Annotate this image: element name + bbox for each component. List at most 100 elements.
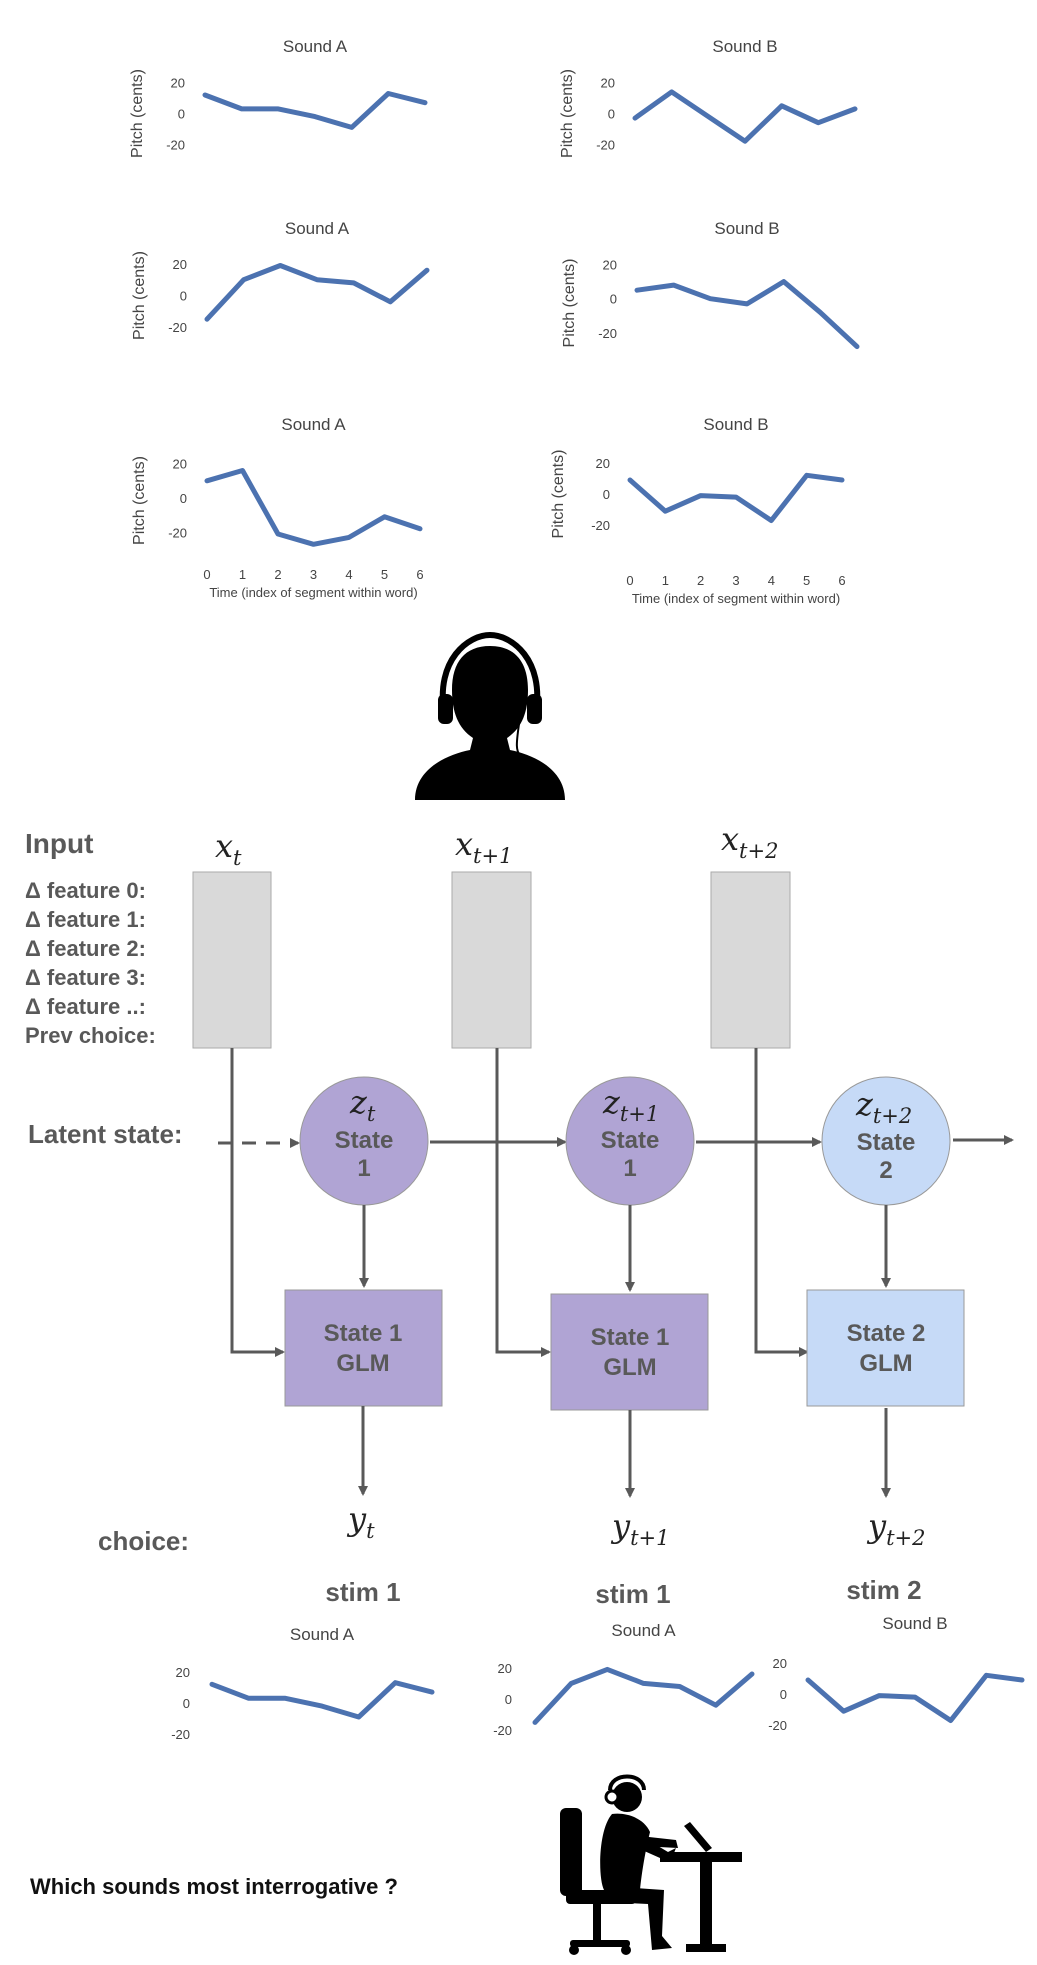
- y-tick-label: -20: [171, 1727, 190, 1742]
- input-label: Input: [25, 828, 93, 859]
- chart-title: Sound B: [714, 219, 779, 238]
- y-tick-label: -20: [596, 137, 615, 152]
- x-tick-label: 5: [381, 567, 388, 582]
- glm-box-t-line2: GLM: [336, 1350, 389, 1377]
- y-tick-label: 0: [610, 292, 617, 307]
- y-tick-label: 20: [596, 456, 610, 471]
- y-tick-label: 20: [498, 1661, 512, 1676]
- pitch-series-line: [634, 279, 860, 350]
- feature-label-0: Δ feature 0:: [25, 878, 146, 903]
- input-arrow-t2: [754, 1048, 809, 1357]
- x-tick-label: 3: [310, 567, 317, 582]
- question-text: Which sounds most interrogative ?: [30, 1874, 398, 1899]
- y-axis-label: Pitch (cents): [559, 69, 576, 158]
- y-axis-label: Pitch (cents): [550, 450, 567, 539]
- chart-title: Sound A: [290, 1625, 355, 1644]
- y-tick-label: 20: [176, 1665, 190, 1680]
- y-tick-label: 0: [178, 107, 185, 122]
- chart-title: Sound A: [283, 37, 348, 56]
- latent-state-label: Latent state:: [28, 1119, 183, 1149]
- headphones-person-icon: [415, 631, 565, 800]
- y-tick-label: 20: [171, 76, 185, 91]
- stim-label-t1: stim 1: [595, 1579, 670, 1609]
- state-node-t1: zt+1 State 1: [565, 1076, 695, 1206]
- y-tick-label: -20: [591, 518, 610, 533]
- y-tick-label: -20: [168, 320, 187, 335]
- state-node-t-line1: State: [335, 1127, 394, 1154]
- hmm-glm-diagram: Input Δ feature 0: Δ feature 1: Δ featur…: [25, 820, 1014, 1609]
- feature-label-1: Δ feature 1:: [25, 907, 146, 932]
- y-tick-label: 0: [608, 107, 615, 122]
- x-tick-label: 6: [838, 573, 845, 588]
- state-node-t: zt State 1: [299, 1076, 429, 1206]
- input-arrow-t: [230, 1048, 285, 1357]
- y-tick-label: 0: [180, 289, 187, 304]
- x-tick-label: 2: [274, 567, 281, 582]
- x-label-t2: xt+2: [721, 820, 778, 863]
- svg-text:zt+1: zt+1: [602, 1083, 659, 1126]
- glm-box-t1: State 1 GLM: [550, 1293, 709, 1411]
- stim-label-t2: stim 2: [846, 1575, 921, 1605]
- x-tick-label: 2: [697, 573, 704, 588]
- prev-choice-label: Prev choice:: [25, 1023, 156, 1048]
- x-tick-label: 5: [803, 573, 810, 588]
- pitch-series-line: [202, 91, 428, 130]
- y-label-t1: yt+1: [610, 1507, 669, 1550]
- pitch-series-line: [209, 1680, 435, 1720]
- glm-box-t: State 1 GLM: [284, 1289, 443, 1407]
- choice-label: choice:: [98, 1526, 189, 1556]
- y-tick-label: -20: [598, 326, 617, 341]
- pitch-series-line: [627, 472, 845, 523]
- y-label-t2: yt+2: [866, 1507, 925, 1550]
- glm-box-t1-line1: State 1: [591, 1324, 670, 1351]
- pitch-series-line: [805, 1672, 1025, 1723]
- y-tick-label: -20: [168, 525, 187, 540]
- state-node-t-line2: 1: [357, 1155, 370, 1182]
- feature-label-2: Δ feature 2:: [25, 936, 146, 961]
- glm-box-t2-line1: State 2: [847, 1320, 926, 1347]
- feature-label-4: Δ feature ..:: [25, 994, 146, 1019]
- state-node-t1-line1: State: [601, 1127, 660, 1154]
- y-axis-label: Pitch (cents): [131, 251, 148, 340]
- y-tick-label: -20: [166, 137, 185, 152]
- glm-box-t-line1: State 1: [324, 1320, 403, 1347]
- feature-label-3: Δ feature 3:: [25, 965, 146, 990]
- x-tick-label: 4: [768, 573, 775, 588]
- y-tick-label: 20: [603, 258, 617, 273]
- input-box-t: [192, 871, 272, 1049]
- y-tick-label: 0: [505, 1692, 512, 1707]
- state-node-t1-line2: 1: [623, 1155, 636, 1182]
- x-tick-label: 0: [626, 573, 633, 588]
- x-tick-label: 4: [345, 567, 352, 582]
- chart-title: Sound A: [611, 1621, 676, 1640]
- chart-title: Sound A: [285, 219, 350, 238]
- state-node-t2: zt+2 State 2: [821, 1076, 951, 1206]
- glm-box-t2: State 2 GLM: [806, 1289, 965, 1407]
- chart-title: Sound B: [882, 1614, 947, 1633]
- glm-box-t1-line2: GLM: [603, 1354, 656, 1381]
- x-tick-label: 6: [416, 567, 423, 582]
- stim-label-t: stim 1: [325, 1577, 400, 1607]
- chart-title: Sound B: [703, 415, 768, 434]
- y-label-t: yt: [346, 1500, 375, 1543]
- y-tick-label: 0: [780, 1687, 787, 1702]
- x-tick-label: 3: [732, 573, 739, 588]
- pitch-series-line: [632, 89, 858, 144]
- svg-text:zt: zt: [349, 1083, 376, 1126]
- y-tick-label: 20: [601, 76, 615, 91]
- x-axis-label: Time (index of segment within word): [209, 585, 417, 600]
- x-tick-label: 1: [239, 567, 246, 582]
- chart-title: Sound A: [281, 415, 346, 434]
- x-axis-label: Time (index of segment within word): [632, 591, 840, 606]
- y-tick-label: 0: [180, 491, 187, 506]
